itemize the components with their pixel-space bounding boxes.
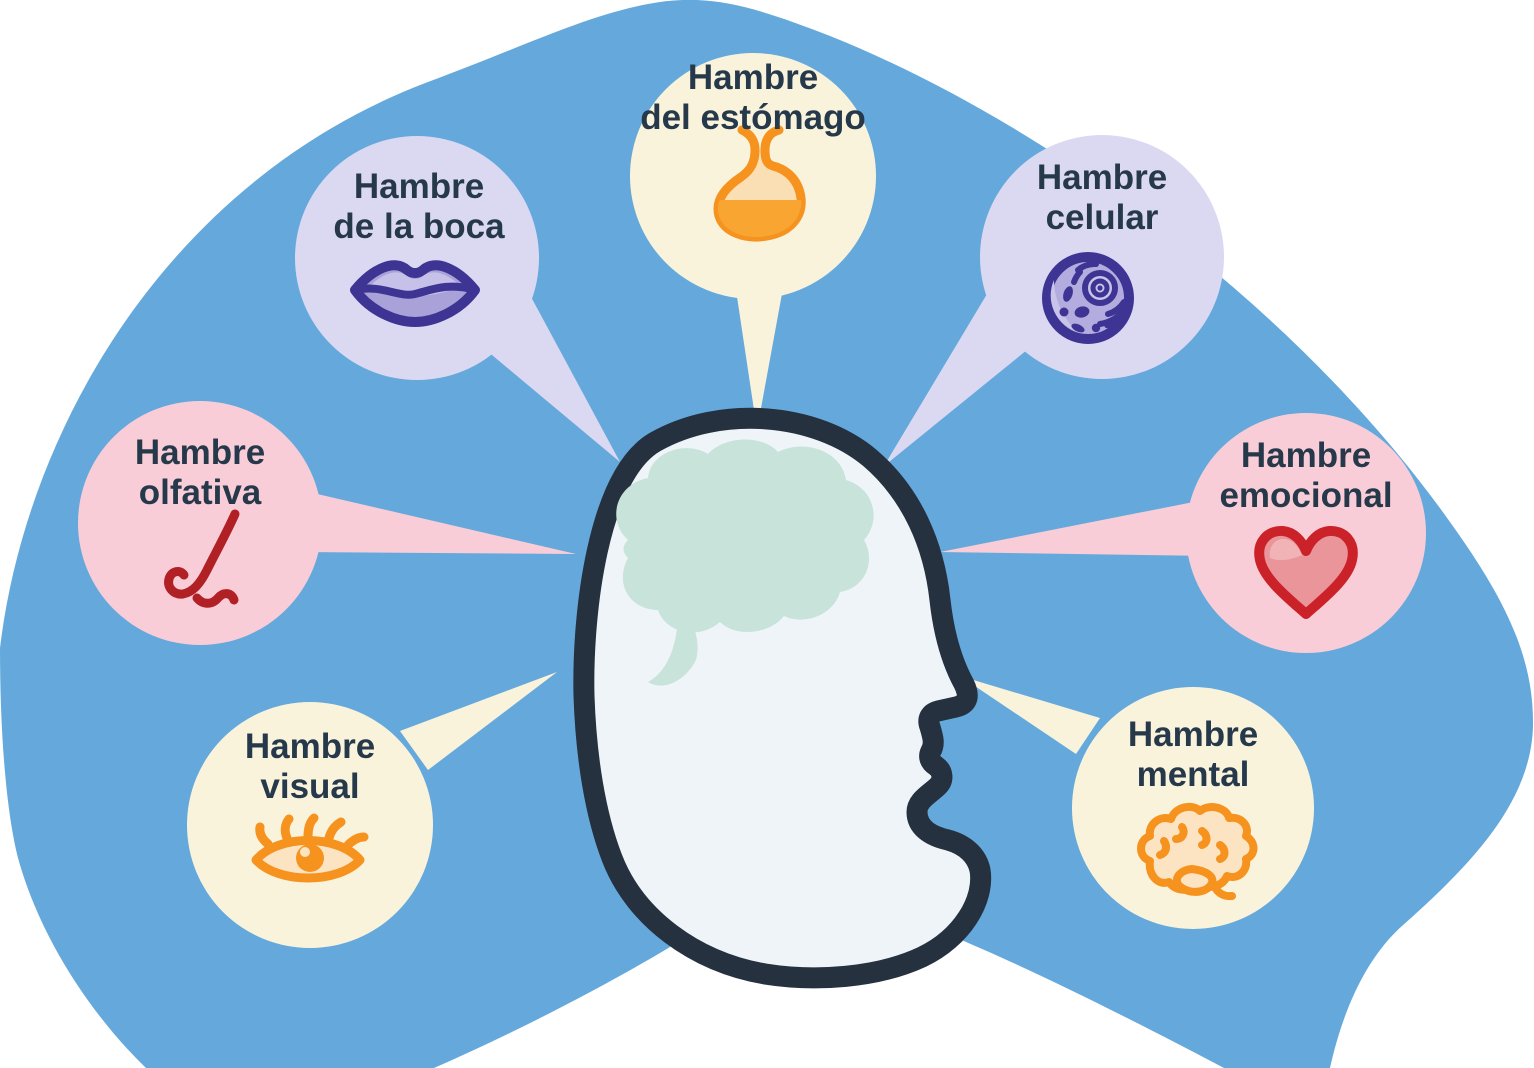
tail-mental [960,676,1100,754]
nose-icon [164,509,240,608]
label-line: Hambre [1036,158,1168,197]
heart-icon [1254,526,1358,619]
eye-icon [251,813,369,883]
label-line: de la boca [333,207,505,246]
label-line: olfativa [138,473,262,512]
tail-olfactory [300,490,576,554]
lips-icon [350,260,480,327]
tail-cellular [884,294,1043,466]
brain-icon [1137,802,1258,901]
label-line: Hambre [353,167,485,206]
label-line: mental [1136,755,1250,794]
label-line: Hambre [687,58,819,97]
cell-icon [1042,252,1134,344]
label-line: del estómago [640,98,866,137]
label-line: visual [260,767,360,806]
head-profile [573,407,992,989]
bubble-mouth [295,136,539,380]
label-line: Hambre [1127,715,1259,754]
tail-emotional [940,498,1214,556]
label-line: celular [1045,198,1159,237]
tail-mouth [474,295,620,462]
brain-silhouette [616,439,874,686]
bubble-olfactory [78,401,322,645]
label-line: Hambre [1240,436,1372,475]
label-line: emocional [1219,476,1393,515]
stomach-icon [713,125,806,242]
label-line: Hambre [244,727,376,766]
tail-visual [400,672,557,770]
bubble-emotional [1186,413,1426,653]
label-line: Hambre [134,433,266,472]
